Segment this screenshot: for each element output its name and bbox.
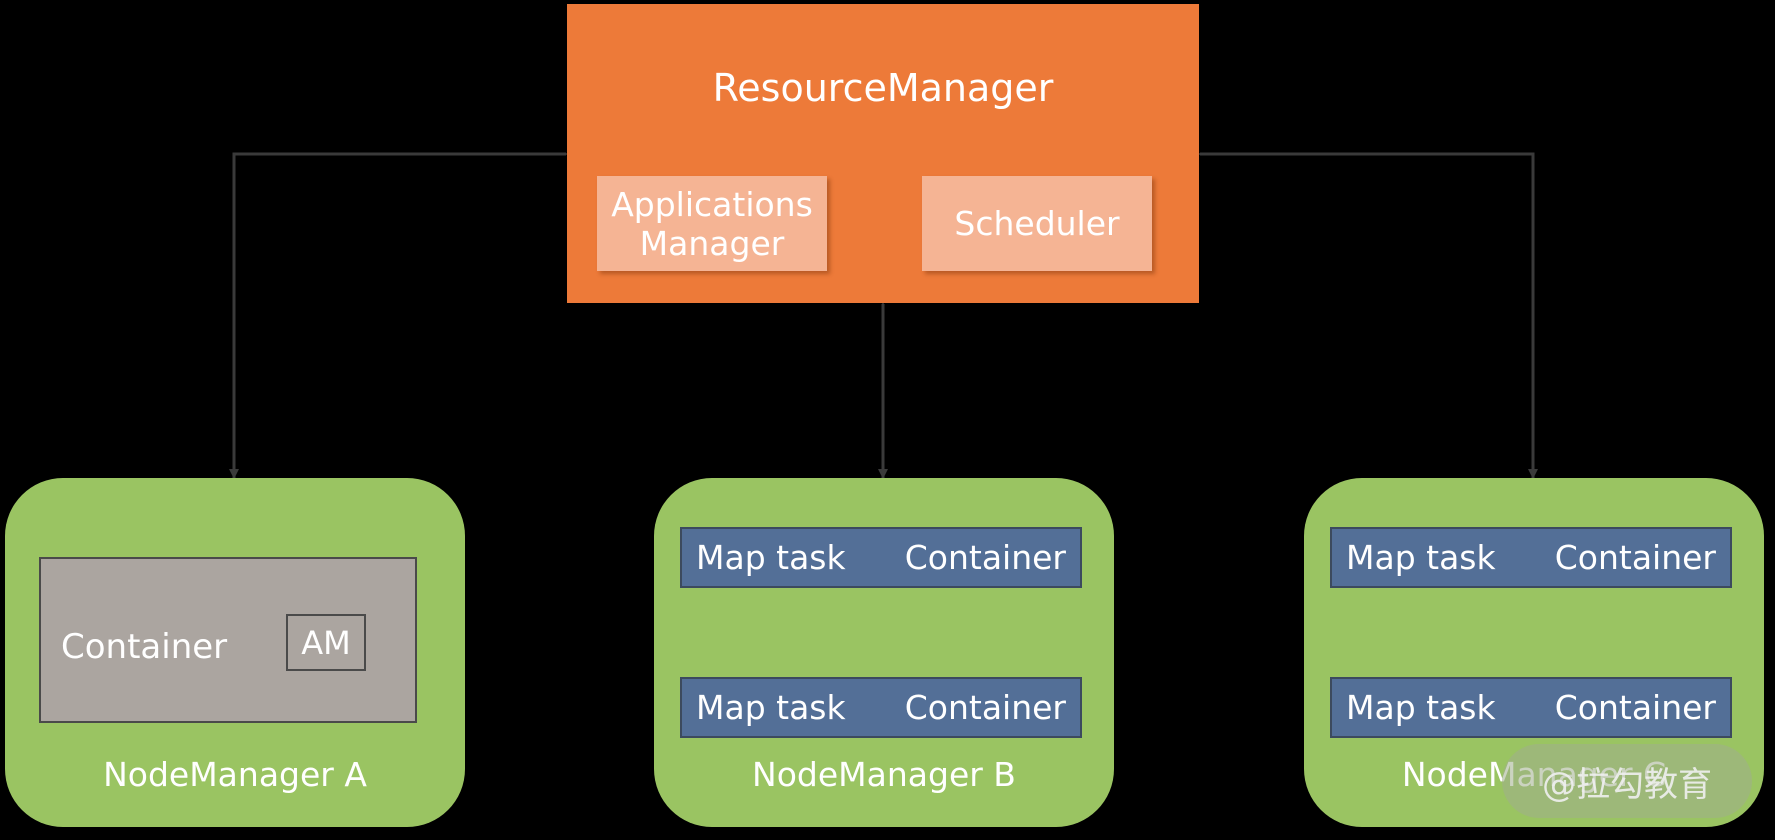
nodemanager-c: Map task Container Map task Container No… (1304, 478, 1764, 827)
container-label: Container (1554, 538, 1716, 577)
map-task-container: Map task Container (680, 527, 1082, 588)
nodemanager-a-label: NodeManager A (103, 755, 367, 794)
map-task-container: Map task Container (680, 677, 1082, 738)
resource-manager-title: ResourceManager (712, 66, 1054, 110)
connector-rm-to-nodemanager-c (1191, 149, 1538, 479)
map-task-container: Map task Container (1330, 527, 1732, 588)
container-with-am: Container AM (39, 557, 417, 723)
map-task-label: Map task (696, 538, 846, 577)
container-label: Container (904, 688, 1066, 727)
connector-rm-to-nodemanager-a (229, 149, 575, 479)
nodemanager-b-label: NodeManager B (752, 755, 1016, 794)
container-label: Container (61, 627, 228, 667)
container-label: Container (1554, 688, 1716, 727)
watermark: @拉勾教育 (1502, 744, 1752, 818)
scheduler-box: Scheduler (922, 176, 1152, 271)
applications-manager-box: Applications Manager (597, 176, 827, 271)
am-box: AM (286, 614, 366, 671)
map-task-container: Map task Container (1330, 677, 1732, 738)
resource-manager-box: ResourceManager Applications Manager Sch… (567, 4, 1199, 303)
map-task-label: Map task (1346, 538, 1496, 577)
map-task-label: Map task (1346, 688, 1496, 727)
nodemanager-b: Map task Container Map task Container No… (654, 478, 1114, 827)
map-task-label: Map task (696, 688, 846, 727)
container-label: Container (904, 538, 1066, 577)
nodemanager-a: Container AM NodeManager A (5, 478, 465, 827)
